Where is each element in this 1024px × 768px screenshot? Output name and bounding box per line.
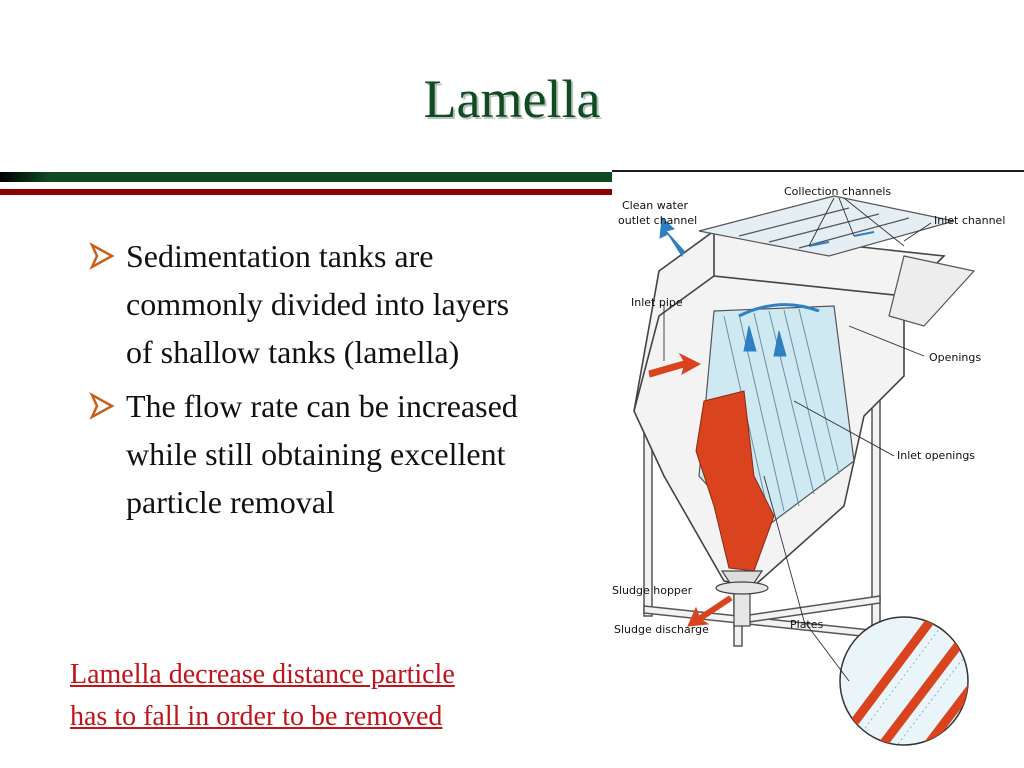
caption-line: has to fall in order to be removed bbox=[70, 701, 443, 732]
label-plates: Plates bbox=[790, 618, 824, 631]
flow-arrows bbox=[659, 216, 875, 357]
label-collection-channels: Collection channels bbox=[784, 185, 891, 198]
collection-channels bbox=[698, 195, 955, 257]
label-sludge-hopper: Sludge hopper bbox=[612, 584, 693, 597]
bullet-item: Sedimentation tanks are commonly divided… bbox=[88, 232, 538, 376]
discharge-valve bbox=[715, 581, 769, 627]
label-openings: Openings bbox=[929, 351, 981, 364]
lamella-tank-diagram: Collection channels Clean water outlet c… bbox=[612, 185, 1005, 746]
sludge-flow-arrows bbox=[648, 352, 733, 627]
caption-line: Lamella decrease distance particle bbox=[70, 659, 455, 690]
label-sludge-discharge: Sludge discharge bbox=[614, 623, 709, 636]
bullet-item: The flow rate can be increased while sti… bbox=[88, 382, 538, 526]
inlet-channel bbox=[888, 255, 976, 327]
bullet-text: Sedimentation tanks are commonly divided… bbox=[126, 238, 510, 370]
bullet-text: The flow rate can be increased while sti… bbox=[126, 388, 518, 520]
caption-note: Lamella decrease distance particle has t… bbox=[70, 654, 550, 738]
label-clean-water-outlet-line1: Clean water bbox=[622, 199, 689, 212]
slide-title: Lamella bbox=[423, 69, 601, 129]
label-leader-lines bbox=[663, 197, 932, 682]
plates-detail-circle bbox=[839, 616, 969, 746]
label-inlet-pipe: Inlet pipe bbox=[631, 296, 683, 309]
title-divider bbox=[0, 170, 1024, 195]
arrow-bullet-icon bbox=[89, 242, 115, 270]
label-clean-water-outlet-line2: outlet channel bbox=[618, 214, 697, 227]
label-inlet-channel: Inlet channel bbox=[934, 214, 1005, 227]
bullet-list: Sedimentation tanks are commonly divided… bbox=[88, 232, 538, 532]
label-inlet-openings: Inlet openings bbox=[897, 449, 975, 462]
arrow-bullet-icon bbox=[89, 392, 115, 420]
